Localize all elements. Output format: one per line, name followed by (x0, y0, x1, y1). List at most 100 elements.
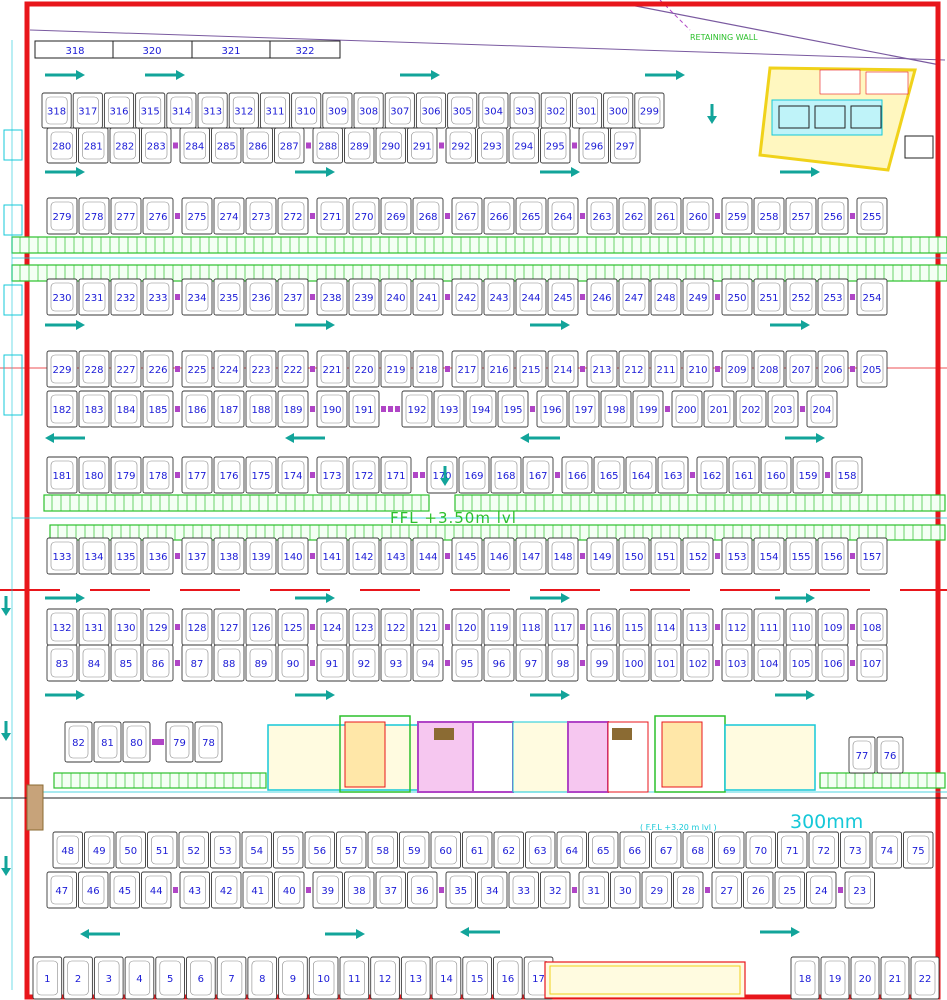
bay-number: 315 (141, 107, 160, 118)
car-outline (139, 96, 162, 125)
bay-number: 212 (624, 365, 643, 376)
arrow-right-icon (145, 70, 185, 80)
bay-outline (245, 197, 277, 235)
bay-number: 141 (322, 552, 341, 563)
bay-outline (312, 871, 343, 909)
parking-bay: 107 (856, 644, 888, 682)
car-outline (675, 394, 699, 424)
arrow-down-icon (707, 104, 717, 124)
bay-number: 181 (52, 471, 71, 482)
bay-number: 183 (84, 405, 103, 416)
arrow-right-icon (760, 927, 800, 937)
bay-outline (785, 278, 817, 316)
bay-outline (110, 350, 142, 388)
parking-bay: 124 (316, 608, 348, 646)
car-outline (50, 354, 74, 384)
bay-number: 292 (451, 142, 470, 153)
bay-outline (181, 537, 213, 575)
parking-bay: 281 (78, 127, 109, 164)
parking-bay: 288 (312, 127, 343, 164)
parking-bay: 21 (880, 956, 910, 1000)
car-outline (312, 960, 335, 996)
bay-outline (336, 831, 367, 869)
arrow-left-icon (45, 433, 85, 443)
parking-bay: 309 (322, 92, 353, 129)
bay-outline (817, 644, 849, 682)
bay-outline (274, 127, 305, 164)
parking-bay: 287 (274, 127, 305, 164)
bay-number: 47 (55, 886, 68, 897)
car-outline (661, 460, 685, 490)
bay-outline (483, 350, 515, 388)
bay-outline (109, 871, 140, 909)
parking-bay: 114 (650, 608, 682, 646)
bay-outline (213, 390, 245, 428)
car-outline (513, 96, 536, 125)
bay-outline (682, 278, 714, 316)
bay-number: 75 (912, 846, 925, 857)
bay-outline (618, 350, 650, 388)
car-outline (246, 875, 269, 905)
car-outline (852, 740, 872, 770)
bay-number: 19 (829, 974, 842, 985)
bay-outline (115, 831, 146, 869)
bay-number: 270 (354, 212, 373, 223)
car-outline (725, 612, 749, 642)
parking-bay: 62 (493, 831, 524, 869)
parking-bay: 191 (348, 390, 380, 428)
bay-outline (650, 644, 682, 682)
pillar (310, 472, 315, 478)
pillar (850, 213, 855, 219)
bay-number: 143 (386, 552, 405, 563)
car-outline (128, 960, 151, 996)
parking-bay: 303 (509, 92, 540, 129)
car-outline (835, 460, 859, 490)
arrow-right-icon (770, 320, 810, 330)
bay-number: 62 (502, 846, 515, 857)
parking-bay: 266 (483, 197, 515, 235)
bay-number: 190 (322, 405, 341, 416)
bay-number: 119 (489, 623, 508, 634)
bay-number: 317 (78, 107, 97, 118)
arrow-right-icon (295, 690, 335, 700)
car-outline (487, 354, 511, 384)
arrow-right-icon (530, 690, 570, 700)
bay-number: 46 (87, 886, 100, 897)
bay-outline (165, 721, 194, 763)
parking-bay: 95 (451, 644, 483, 682)
bay-outline (142, 537, 174, 575)
bay-outline (213, 537, 245, 575)
pillar (838, 887, 843, 893)
car-outline (169, 725, 190, 759)
parking-bay: 268 (412, 197, 444, 235)
car-outline (860, 282, 884, 312)
parking-bay: 256 (817, 197, 849, 235)
bay-number: 206 (823, 365, 842, 376)
parking-bay: 120 (451, 608, 483, 646)
car-outline (88, 835, 111, 865)
bay-outline (515, 350, 547, 388)
retaining-wall-label: RETAINING WALL (690, 33, 758, 42)
bay-number: 109 (823, 623, 842, 634)
bay-number: 40 (283, 886, 296, 897)
bay-outline (316, 537, 348, 575)
bay-number: 178 (148, 471, 167, 482)
bay-outline (412, 278, 444, 316)
bay-outline (181, 644, 213, 682)
parking-bay: 218 (412, 350, 444, 388)
parking-bay: 205 (856, 350, 888, 388)
arrow-right-icon (775, 593, 815, 603)
bay-number: 144 (418, 552, 437, 563)
bay-outline (245, 350, 277, 388)
pillar (310, 213, 315, 219)
pillar (665, 406, 670, 412)
car-outline (636, 394, 660, 424)
car-outline (771, 394, 795, 424)
bay-outline (274, 871, 305, 909)
parking-bay: 258 (753, 197, 785, 235)
bay-outline (483, 537, 515, 575)
bay-number: 259 (727, 212, 746, 223)
bay-number: 186 (187, 405, 206, 416)
bay-number: 225 (187, 365, 206, 376)
